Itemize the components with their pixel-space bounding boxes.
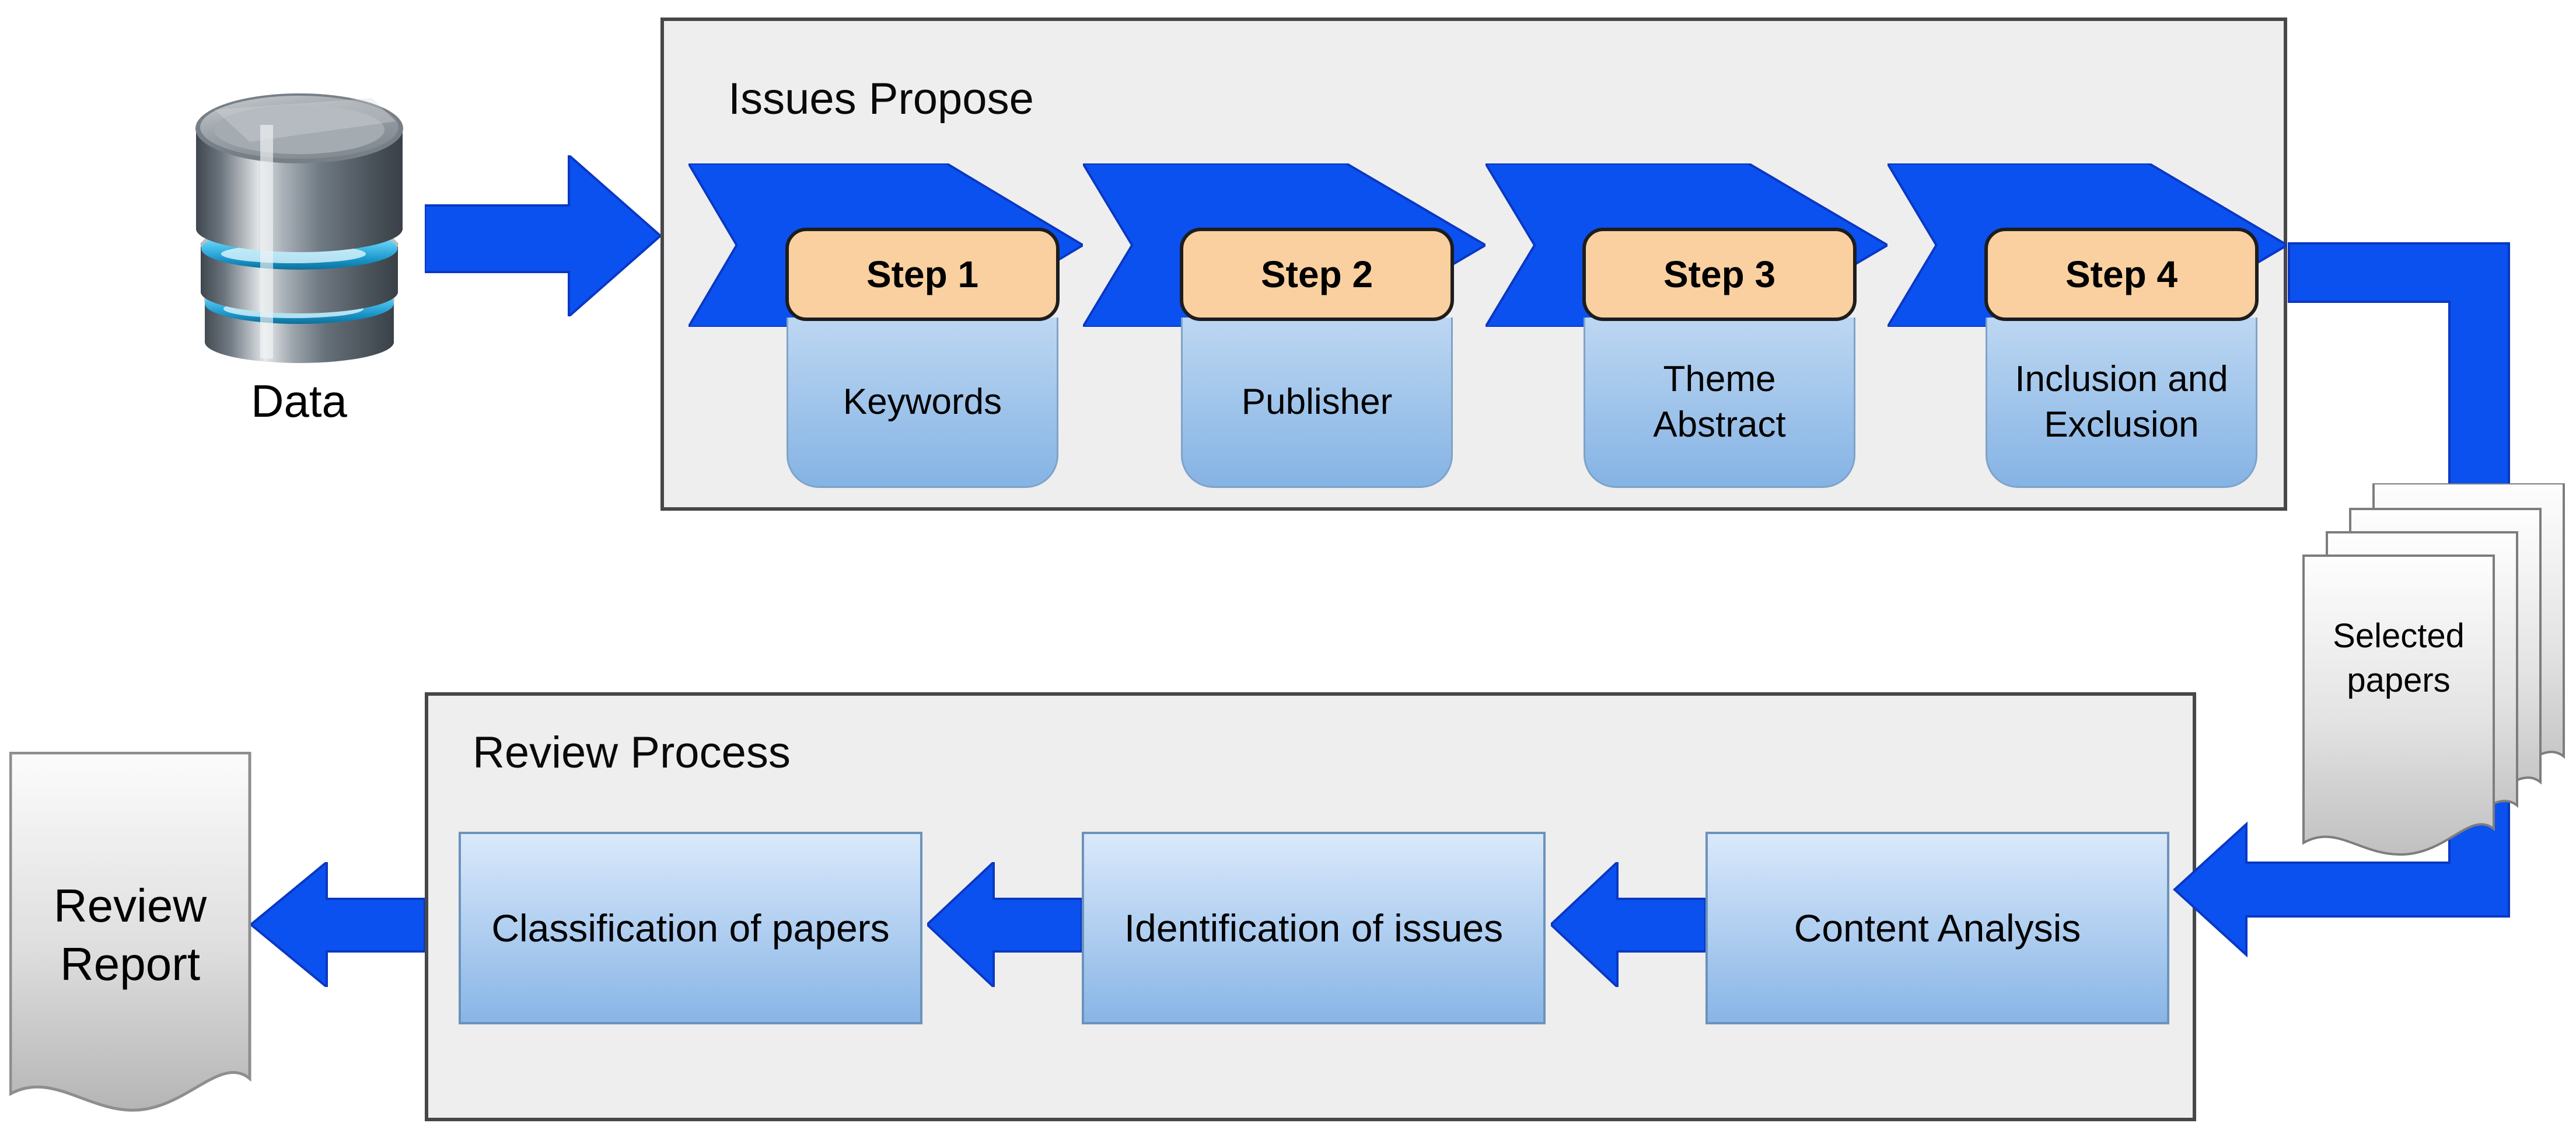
step-2-header: Step 2 — [1180, 228, 1454, 321]
step-3-label: Theme Abstract — [1584, 318, 1855, 488]
arrow-identification-to-classification — [927, 862, 1082, 987]
selected-papers-label: Selected papers — [2333, 617, 2465, 699]
review-report-icon — [9, 752, 251, 1112]
step-1-header: Step 1 — [785, 228, 1060, 321]
step-4-label: Inclusion and Exclusion — [1986, 318, 2257, 488]
stage-classification-of-papers: Classification of papers — [459, 832, 922, 1024]
step-4-header: Step 4 — [1984, 228, 2259, 321]
issues-propose-title: Issues Propose — [728, 74, 1034, 124]
database-icon — [195, 93, 403, 363]
step-2-label: Publisher — [1181, 318, 1453, 488]
arrow-data-to-issues — [425, 155, 660, 316]
stage-content-analysis: Content Analysis — [1705, 832, 2169, 1024]
review-report-label: Review Report — [53, 880, 207, 990]
step-3-header: Step 3 — [1582, 228, 1857, 321]
step-1-label: Keywords — [787, 318, 1058, 488]
elbow-connector-to-content-analysis — [2173, 242, 2510, 957]
arrow-classification-to-report — [251, 862, 425, 987]
review-process-title: Review Process — [473, 728, 791, 777]
data-source-label: Data — [251, 375, 347, 427]
arrow-content-to-identification — [1551, 862, 1705, 987]
stage-identification-of-issues: Identification of issues — [1082, 832, 1546, 1024]
selected-papers-icon — [2302, 483, 2565, 856]
